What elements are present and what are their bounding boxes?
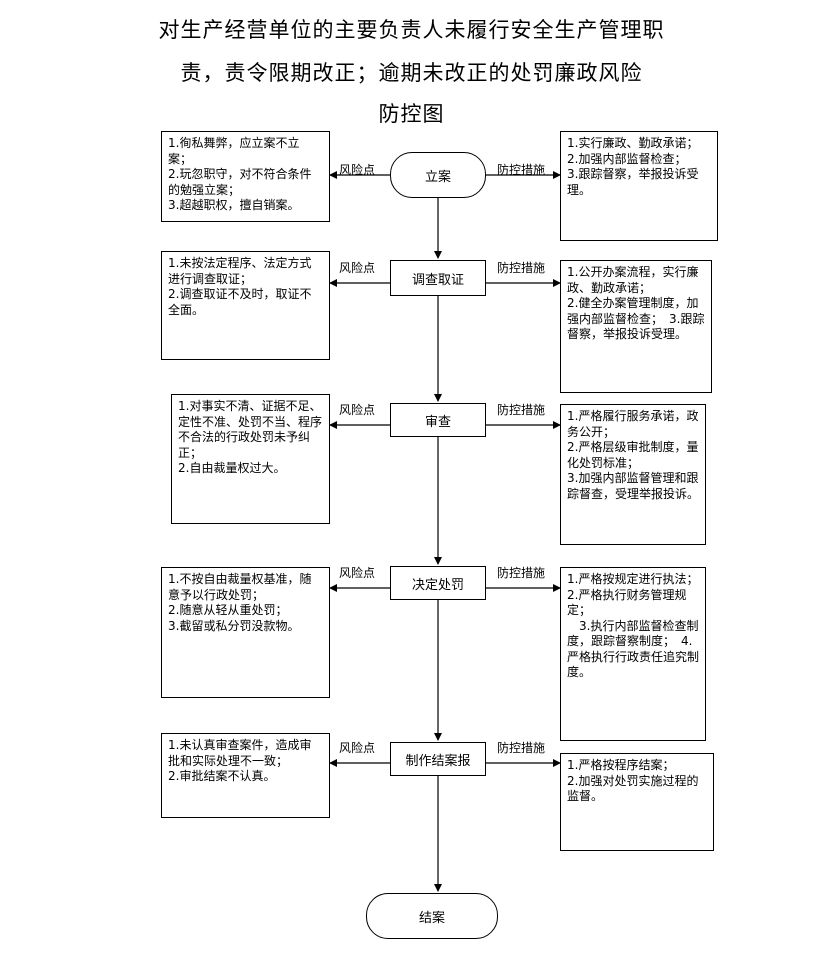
control-box-step-5: 1.严格按程序结案； 2.加强对处罚实施过程的监督。 xyxy=(560,753,714,851)
risk-item: 3.超越职权，擅自销案。 xyxy=(168,198,300,212)
end-node-case-closed: 结案 xyxy=(366,893,498,939)
risk-item: 3.截留或私分罚没款物。 xyxy=(168,618,300,633)
risk-item: 1.对事实不清、证据不足、定性不准、处罚不当、程序不合法的行政处罚未予纠正； xyxy=(178,399,323,460)
control-item: 2.严格执行财务管理规定； xyxy=(567,587,687,618)
control-item: 2.加强内部监督检查； xyxy=(567,151,687,166)
risk-label-3: 风险点 xyxy=(339,403,376,417)
control-item: 3.加强内部监督管理和跟踪督查，受理举报投诉。 xyxy=(567,471,700,501)
control-item: 2.健全办案管理制度，加强内部监督检查； 3.跟踪督察，举报投诉受理。 xyxy=(567,296,705,341)
control-box-step-1: 1.实行廉政、勤政承诺； 2.加强内部监督检查； 3.跟踪督察，举报投诉受理。 xyxy=(560,131,718,241)
control-label-5: 防控措施 xyxy=(497,741,546,755)
control-box-step-3: 1.严格履行服务承诺，政务公开； 2.严格层级审批制度，量化处罚标准； 3.加强… xyxy=(560,404,706,545)
risk-item: 1.不按自由裁量权基准，随意予以行政处罚； xyxy=(168,572,312,602)
control-item: 1.严格按规定进行执法； xyxy=(567,572,699,586)
step-node-penalty-decision: 决定处罚 xyxy=(390,566,486,600)
control-label-1: 防控措施 xyxy=(497,163,546,177)
risk-item: 2.自由裁量权过大。 xyxy=(178,461,286,475)
risk-item: 2.玩忽职守，对不符合条件的勉强立案； xyxy=(168,167,312,197)
control-item: 2.加强对处罚实施过程的监督。 xyxy=(567,773,699,804)
control-label-4: 防控措施 xyxy=(497,566,546,580)
control-box-step-2: 1.公开办案流程，实行廉政、勤政承诺； 2.健全办案管理制度，加强内部监督检查；… xyxy=(560,260,712,393)
step-node-closing-report: 制作结案报 xyxy=(390,742,486,776)
control-item: 1.严格履行服务承诺，政务公开； xyxy=(567,409,699,439)
step-node-investigation: 调查取证 xyxy=(390,260,486,296)
risk-box-step-3: 1.对事实不清、证据不足、定性不准、处罚不当、程序不合法的行政处罚未予纠正； 2… xyxy=(171,394,330,524)
step-node-review: 审查 xyxy=(390,403,486,437)
risk-label-5: 风险点 xyxy=(339,741,376,755)
control-item: 3.跟踪督察，举报投诉受理。 xyxy=(567,167,699,197)
risk-item: 2.随意从轻从重处罚； xyxy=(168,603,288,617)
risk-box-step-2: 1.未按法定程序、法定方式进行调查取证； 2.调查取证不及时，取证不全面。 xyxy=(161,251,330,360)
control-box-step-4: 1.严格按规定进行执法； 2.严格执行财务管理规定； 3.执行内部监督检查制度，… xyxy=(560,567,706,741)
risk-box-step-1: 1.徇私舞弊，应立案不立案； 2.玩忽职守，对不符合条件的勉强立案； 3.超越职… xyxy=(161,131,330,222)
risk-label-1: 风险点 xyxy=(339,163,376,177)
control-item: 1.公开办案流程，实行廉政、勤政承诺； xyxy=(567,265,699,295)
risk-item: 1.未按法定程序、法定方式进行调查取证； xyxy=(168,256,312,286)
risk-box-step-5: 1.未认真审查案件，造成审批和实际处理不一致； 2.审批结案不认真。 xyxy=(161,733,330,818)
diagram-title-line-2: 责，责令限期改正；逾期未改正的处罚廉政风险 xyxy=(180,61,643,85)
risk-item: 1.未认真审查案件，造成审批和实际处理不一致； xyxy=(168,738,312,768)
risk-item: 2.审批结案不认真。 xyxy=(168,769,276,783)
diagram-title-line-3: 防控图 xyxy=(378,102,445,126)
risk-item: 1.徇私舞弊，应立案不立案； xyxy=(168,136,300,166)
control-label-3: 防控措施 xyxy=(497,403,546,417)
diagram-title-line-1: 对生产经营单位的主要负责人未履行安全生产管理职 xyxy=(158,18,665,42)
risk-label-2: 风险点 xyxy=(339,261,376,275)
control-item: 2.严格层级审批制度，量化处罚标准； xyxy=(567,440,699,470)
risk-item: 2.调查取证不及时，取证不全面。 xyxy=(168,287,312,317)
control-label-2: 防控措施 xyxy=(497,261,546,275)
control-item: 1.实行廉政、勤政承诺； xyxy=(567,136,699,150)
step-node-register-case: 立案 xyxy=(390,152,486,198)
control-item: 3.执行内部监督检查制度，跟踪督察制度； 4.严格执行行政责任追究制度。 xyxy=(567,618,700,680)
risk-box-step-4: 1.不按自由裁量权基准，随意予以行政处罚； 2.随意从轻从重处罚； 3.截留或私… xyxy=(161,567,330,698)
control-item: 1.严格按程序结案； xyxy=(567,758,675,772)
risk-label-4: 风险点 xyxy=(339,566,376,580)
